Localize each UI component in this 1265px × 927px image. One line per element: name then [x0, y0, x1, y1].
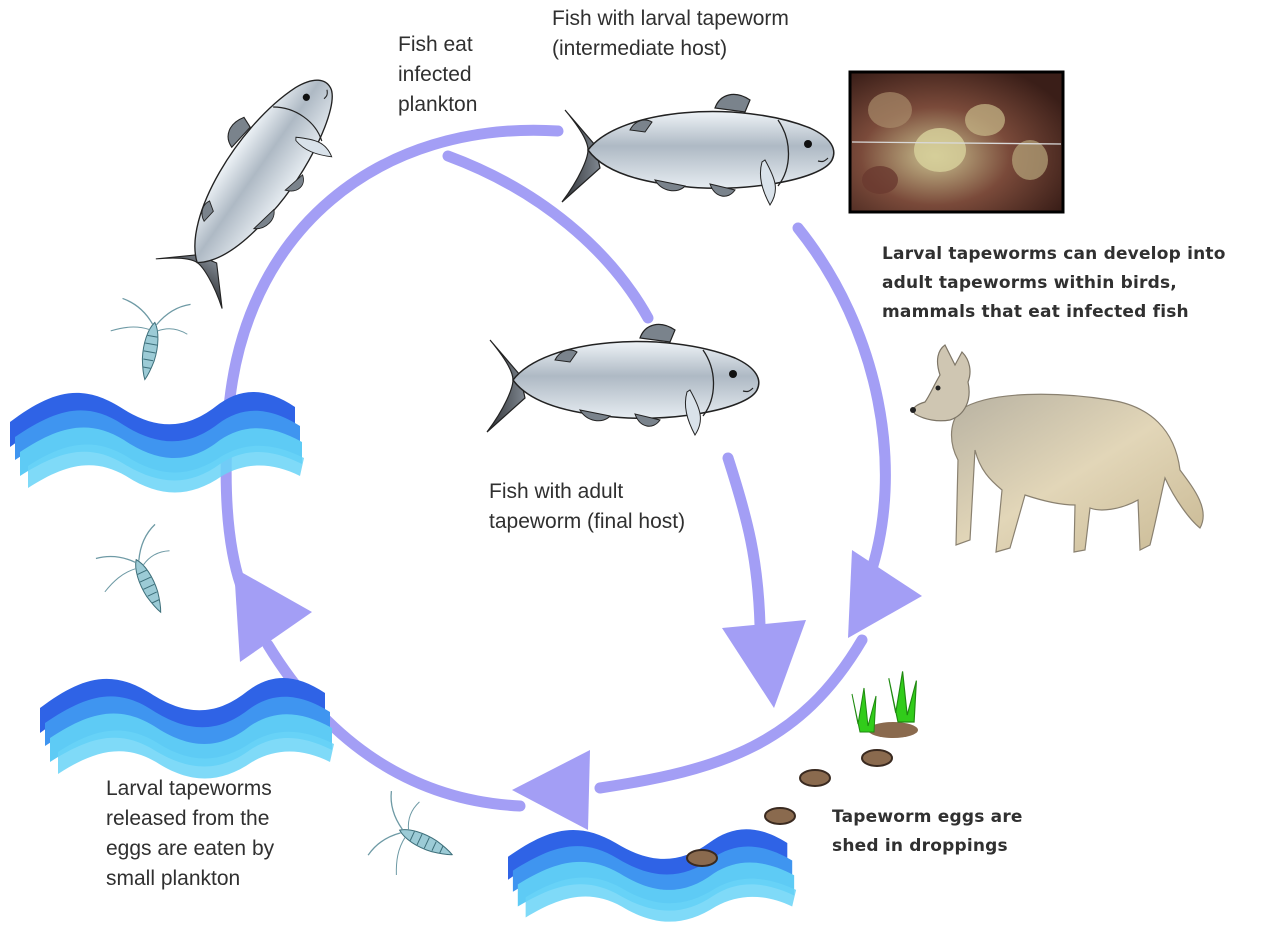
arrowhead-down: [722, 620, 806, 708]
water-wave-icon: [508, 829, 796, 921]
label-line: adult tapeworms within birds,: [882, 269, 1226, 298]
label-line: Larval tapeworms: [106, 774, 274, 804]
label-eggs-shed: Tapeworm eggs are shed in droppings: [832, 803, 1023, 861]
cycle-arrow-to-droppings: [798, 228, 885, 575]
label-line: plankton: [398, 90, 477, 120]
arrowhead-left: [512, 750, 590, 830]
dropping-icon: [800, 770, 830, 786]
dropping-icon: [687, 850, 717, 866]
label-line: tapeworm (final host): [489, 507, 685, 537]
label-line: small plankton: [106, 864, 274, 894]
label-line: eggs are eaten by: [106, 834, 274, 864]
label-larval-develop: Larval tapeworms can develop into adult …: [882, 240, 1226, 327]
label-line: mammals that eat infected fish: [882, 298, 1226, 327]
label-line: Fish eat: [398, 30, 477, 60]
label-line: infected: [398, 60, 477, 90]
fish-icon: [562, 94, 834, 205]
label-intermediate-host: Fish with larval tapeworm (intermediate …: [552, 4, 789, 64]
plankton-icon: [88, 524, 192, 630]
label-line: Fish with larval tapeworm: [552, 4, 789, 34]
plankton-icon: [360, 789, 466, 893]
cycle-arrow-bottom: [600, 640, 862, 788]
label-line: Fish with adult: [489, 477, 685, 507]
cycle-arrow-to-eggs: [728, 458, 760, 625]
fish-icon: [487, 324, 759, 435]
fish-icon: [143, 53, 365, 310]
label-line: (intermediate host): [552, 34, 789, 64]
label-line: Tapeworm eggs are: [832, 803, 1023, 832]
label-line: shed in droppings: [832, 832, 1023, 861]
plankton-icon: [103, 291, 192, 385]
label-line: released from the: [106, 804, 274, 834]
water-wave-icon: [40, 678, 334, 779]
tapeworm-photo: [850, 72, 1063, 212]
dropping-icon: [765, 808, 795, 824]
label-larvae-released: Larval tapeworms released from the eggs …: [106, 774, 274, 894]
cycle-arrow-final-host: [448, 156, 648, 318]
label-fish-eat-plankton: Fish eat infected plankton: [398, 30, 477, 120]
water-wave-icon: [10, 392, 304, 493]
wolf-icon: [910, 345, 1203, 552]
label-line: Larval tapeworms can develop into: [882, 240, 1226, 269]
life-cycle-arrows: [226, 130, 885, 806]
dropping-icon: [862, 750, 892, 766]
label-final-host: Fish with adult tapeworm (final host): [489, 477, 685, 537]
arrowhead-down-right: [848, 550, 922, 638]
grass-icon: [852, 671, 918, 738]
